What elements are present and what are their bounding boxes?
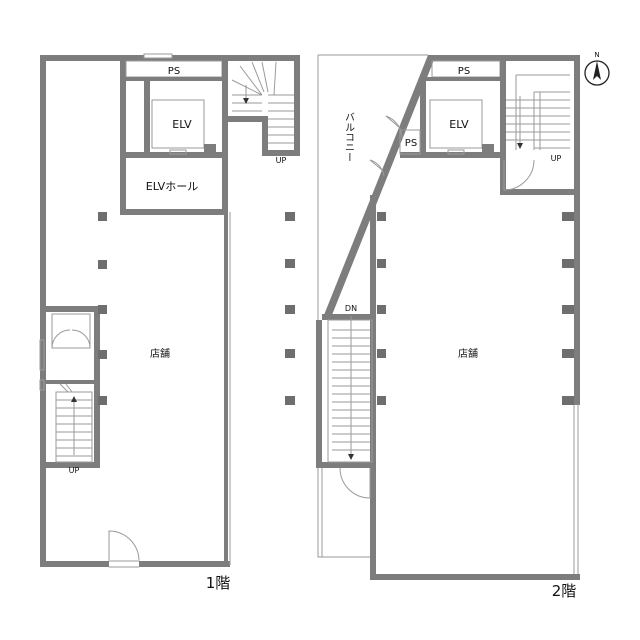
column	[562, 305, 574, 314]
wall	[224, 209, 228, 567]
column	[98, 305, 107, 314]
wall	[370, 574, 580, 580]
column	[377, 349, 386, 358]
room-label-shop: 店舗	[150, 347, 170, 360]
stair-label: UP	[276, 156, 287, 165]
floor-plan-1f: PS ELV ELVホール 店舗 UP UP 1階	[39, 53, 300, 592]
room-label-ps-small: PS	[405, 138, 417, 149]
wall	[482, 144, 494, 154]
wall	[40, 55, 124, 61]
column	[285, 349, 295, 358]
wall	[120, 55, 300, 61]
stair-label: DN	[345, 304, 357, 313]
wall	[262, 150, 300, 156]
stair-label: UP	[551, 154, 562, 163]
room-label-elv: ELV	[449, 118, 469, 131]
column	[562, 259, 574, 268]
column	[285, 396, 295, 405]
column	[377, 305, 386, 314]
column	[98, 350, 107, 359]
wall	[294, 55, 300, 155]
wall	[420, 81, 426, 154]
wall	[574, 55, 580, 195]
column	[98, 212, 107, 221]
column	[377, 259, 386, 268]
wall	[370, 195, 376, 580]
compass-label: N	[594, 51, 599, 59]
wall	[120, 55, 126, 215]
wall	[94, 306, 100, 466]
wall	[500, 55, 506, 195]
wall	[316, 320, 322, 468]
wall	[46, 462, 100, 468]
wall	[46, 380, 98, 384]
wall	[400, 152, 504, 158]
stairs-1f-left	[55, 383, 93, 463]
room-label-elv: ELV	[172, 118, 192, 131]
column	[98, 396, 107, 405]
wall	[500, 189, 580, 195]
column	[562, 349, 574, 358]
column	[285, 259, 295, 268]
wall	[120, 77, 226, 81]
column	[562, 396, 574, 405]
wall	[120, 209, 226, 215]
wall	[424, 77, 504, 81]
stairs-2f-top	[506, 74, 570, 150]
wall	[228, 116, 262, 122]
floor-label-2f: 2階	[552, 582, 577, 600]
room-label-ps: PS	[458, 66, 470, 77]
wall	[204, 144, 216, 154]
stairs-1f-top	[231, 61, 294, 144]
room-label-elv-hall: ELVホール	[146, 180, 198, 193]
balcony-outline	[317, 55, 370, 558]
wall	[144, 81, 150, 154]
wall	[40, 306, 98, 312]
north-arrow-icon: N	[584, 51, 610, 86]
column	[285, 305, 295, 314]
wall	[574, 195, 580, 405]
wall	[262, 116, 268, 156]
room-label-ps: PS	[168, 66, 180, 77]
column	[562, 212, 574, 221]
wall	[222, 55, 228, 215]
room-label-balcony: バルコニー	[343, 112, 355, 162]
column	[285, 212, 295, 221]
wall	[316, 462, 376, 468]
column	[377, 396, 386, 405]
wall	[322, 314, 376, 320]
stairs-2f-down	[327, 316, 373, 463]
floor-plan-2f: PS ELV PS バルコニー 店舗 UP DN 2階	[316, 54, 580, 600]
wall	[322, 55, 436, 320]
room-label-shop: 店舗	[458, 347, 478, 360]
column	[98, 260, 107, 269]
floor-label-1f: 1階	[206, 574, 231, 592]
wall	[120, 158, 126, 215]
wall	[126, 152, 226, 158]
column	[377, 212, 386, 221]
stair-label: UP	[69, 466, 80, 475]
